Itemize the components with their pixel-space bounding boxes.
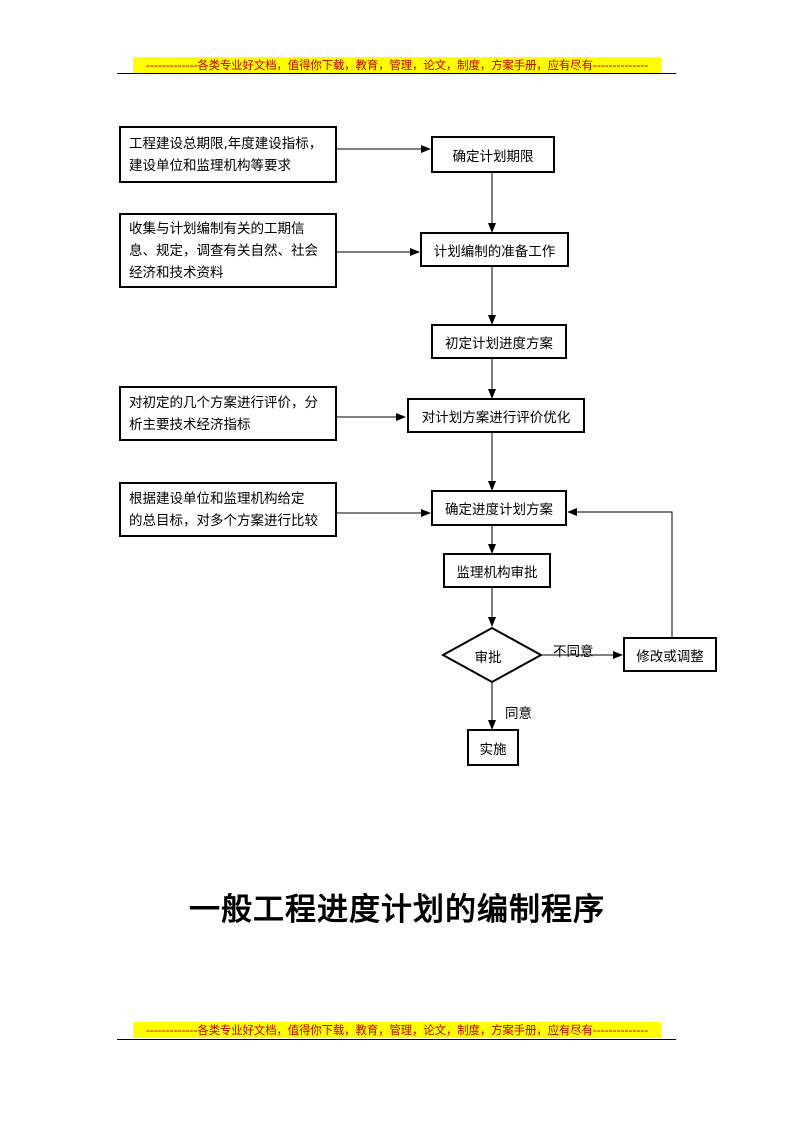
step-confirm-plan: 确定进度计划方案	[431, 490, 567, 526]
step-implement: 实施	[467, 729, 519, 766]
note-line: 建设单位和监理机构等要求	[129, 157, 291, 174]
input-note-2: 收集与计划编制有关的工期信息、规定，调查有关自然、社会经济和技术资料	[119, 213, 337, 288]
header-rule	[117, 73, 676, 74]
input-note-1: 工程建设总期限,年度建设指标， 建设单位和监理机构等要求	[119, 126, 337, 183]
note-line: 对初定的几个方案进行评价，分	[129, 394, 318, 411]
footer-banner: -------------各类专业好文档，值得你下载，教育，管理，论文，制度，方…	[133, 1022, 661, 1038]
edge-label-reject: 不同意	[553, 644, 594, 660]
input-note-3: 对初定的几个方案进行评价，分析主要技术经济指标	[119, 386, 337, 441]
header-banner: -------------各类专业好文档，值得你下载，教育，管理，论文，制度，方…	[133, 57, 661, 73]
decision-label: 审批	[474, 650, 502, 666]
step-define-period: 确定计划期限	[431, 136, 555, 173]
note-line: 息、规定，调查有关自然、社会	[129, 242, 318, 259]
step-preparation: 计划编制的准备工作	[420, 232, 569, 267]
step-evaluate-optimize: 对计划方案进行评价优化	[407, 398, 585, 433]
edge-label-approve: 同意	[505, 706, 532, 722]
note-line: 根据建设单位和监理机构给定	[129, 490, 305, 507]
note-line: 析主要技术经济指标	[129, 416, 251, 433]
step-supervisor-review: 监理机构审批	[443, 553, 551, 588]
step-revise: 修改或调整	[623, 637, 717, 672]
note-line: 工程建设总期限,年度建设指标，	[129, 135, 323, 152]
arrow-revise-s5	[567, 508, 673, 637]
footer-rule	[117, 1039, 676, 1040]
note-line: 经济和技术资料	[129, 264, 224, 281]
step-initial-plan: 初定计划进度方案	[431, 324, 567, 359]
input-note-4: 根据建设单位和监理机构给定的总目标，对多个方案进行比较	[119, 482, 337, 537]
note-line: 的总目标，对多个方案进行比较	[129, 512, 318, 529]
note-line: 收集与计划编制有关的工期信	[129, 220, 305, 237]
decision-diamond	[440, 626, 544, 684]
page-title: 一般工程进度计划的编制程序	[189, 892, 605, 928]
